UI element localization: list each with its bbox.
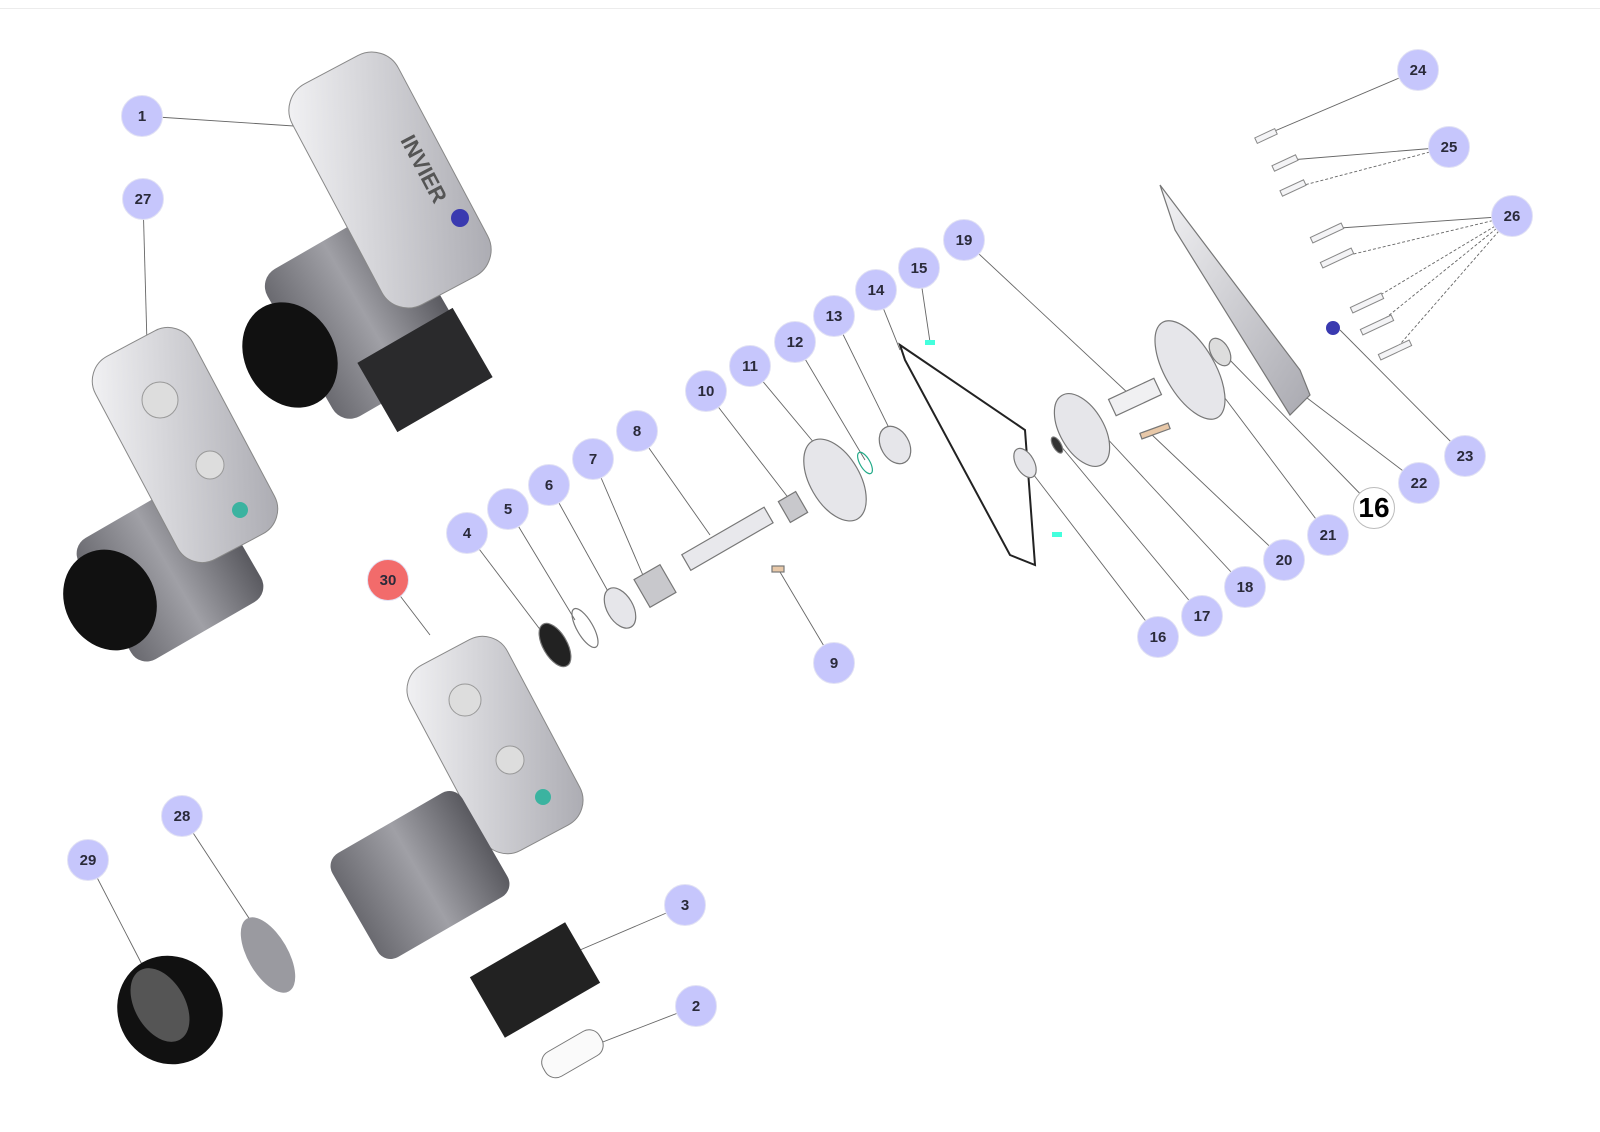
leader-line	[963, 239, 1131, 396]
leader-line	[1339, 329, 1466, 457]
callout-part-9[interactable]: 9	[813, 642, 855, 684]
callout-part-19[interactable]: 19	[943, 219, 985, 261]
leader-line	[833, 315, 891, 431]
callout-part-23[interactable]: 23	[1444, 435, 1486, 477]
callout-part-27[interactable]: 27	[122, 178, 164, 220]
leader-line	[181, 815, 261, 936]
shaft-parts[interactable]	[533, 184, 1340, 672]
leader-line	[1269, 69, 1419, 134]
fan-cover[interactable]	[97, 936, 242, 1083]
leader-line	[466, 532, 549, 641]
callout-part-16[interactable]: 16	[1137, 616, 1179, 658]
callout-part-30[interactable]: 30	[367, 559, 409, 601]
callout-part-29[interactable]: 29	[67, 839, 109, 881]
leader-line	[592, 458, 646, 581]
leader-line	[1292, 146, 1450, 189]
leader-line	[1339, 215, 1513, 229]
leader-line	[1289, 384, 1420, 484]
leader-line	[1059, 444, 1203, 617]
callout-part-7[interactable]: 7	[572, 438, 614, 480]
callout-part-4[interactable]: 4	[446, 512, 488, 554]
gearmotor-assembly-top[interactable]: INVIER	[224, 41, 502, 433]
leader-line	[636, 430, 711, 536]
callout-part-10[interactable]: 10	[685, 370, 727, 412]
callout-part-18[interactable]: 18	[1224, 566, 1266, 608]
callout-part-26[interactable]: 26	[1491, 195, 1533, 237]
callout-part-8[interactable]: 8	[616, 410, 658, 452]
motor-stator[interactable]	[325, 786, 515, 965]
callout-part-21[interactable]: 21	[1307, 514, 1349, 556]
terminal-box[interactable]	[469, 922, 601, 1038]
screws[interactable]	[1254, 127, 1413, 361]
callout-part-16[interactable]: 16	[1353, 487, 1395, 529]
leader-line	[1029, 469, 1159, 638]
leader-line	[1376, 215, 1513, 326]
leader-line	[87, 859, 151, 981]
leader-line	[705, 390, 791, 501]
callout-part-3[interactable]: 3	[664, 884, 706, 926]
callout-part-11[interactable]: 11	[729, 345, 771, 387]
callout-part-14[interactable]: 14	[855, 269, 897, 311]
callout-part-15[interactable]: 15	[898, 247, 940, 289]
callout-part-17[interactable]: 17	[1181, 595, 1223, 637]
callout-part-22[interactable]: 22	[1398, 462, 1440, 504]
callout-part-2[interactable]: 2	[675, 985, 717, 1027]
leader-line	[1224, 354, 1375, 509]
callout-part-5[interactable]: 5	[487, 488, 529, 530]
leader-line	[1394, 215, 1513, 351]
leader-line	[794, 341, 866, 461]
leader-line	[1089, 419, 1246, 588]
callout-part-25[interactable]: 25	[1428, 126, 1470, 168]
leader-line	[1149, 432, 1285, 561]
callout-part-1[interactable]: 1	[121, 95, 163, 137]
callout-part-6[interactable]: 6	[528, 464, 570, 506]
header-divider	[0, 8, 1600, 9]
gearmotor-assembly-left[interactable]	[45, 318, 288, 668]
callout-part-12[interactable]: 12	[774, 321, 816, 363]
capacitor[interactable]	[537, 1025, 607, 1082]
gearbox-housing[interactable]	[397, 626, 593, 863]
callout-part-13[interactable]: 13	[813, 295, 855, 337]
callout-part-20[interactable]: 20	[1263, 539, 1305, 581]
cooling-fan[interactable]	[230, 909, 307, 1002]
leader-line	[507, 508, 576, 621]
leader-line	[1289, 146, 1450, 161]
callout-part-28[interactable]: 28	[161, 795, 203, 837]
leader-line	[1366, 215, 1513, 304]
callout-part-24[interactable]: 24	[1397, 49, 1439, 91]
